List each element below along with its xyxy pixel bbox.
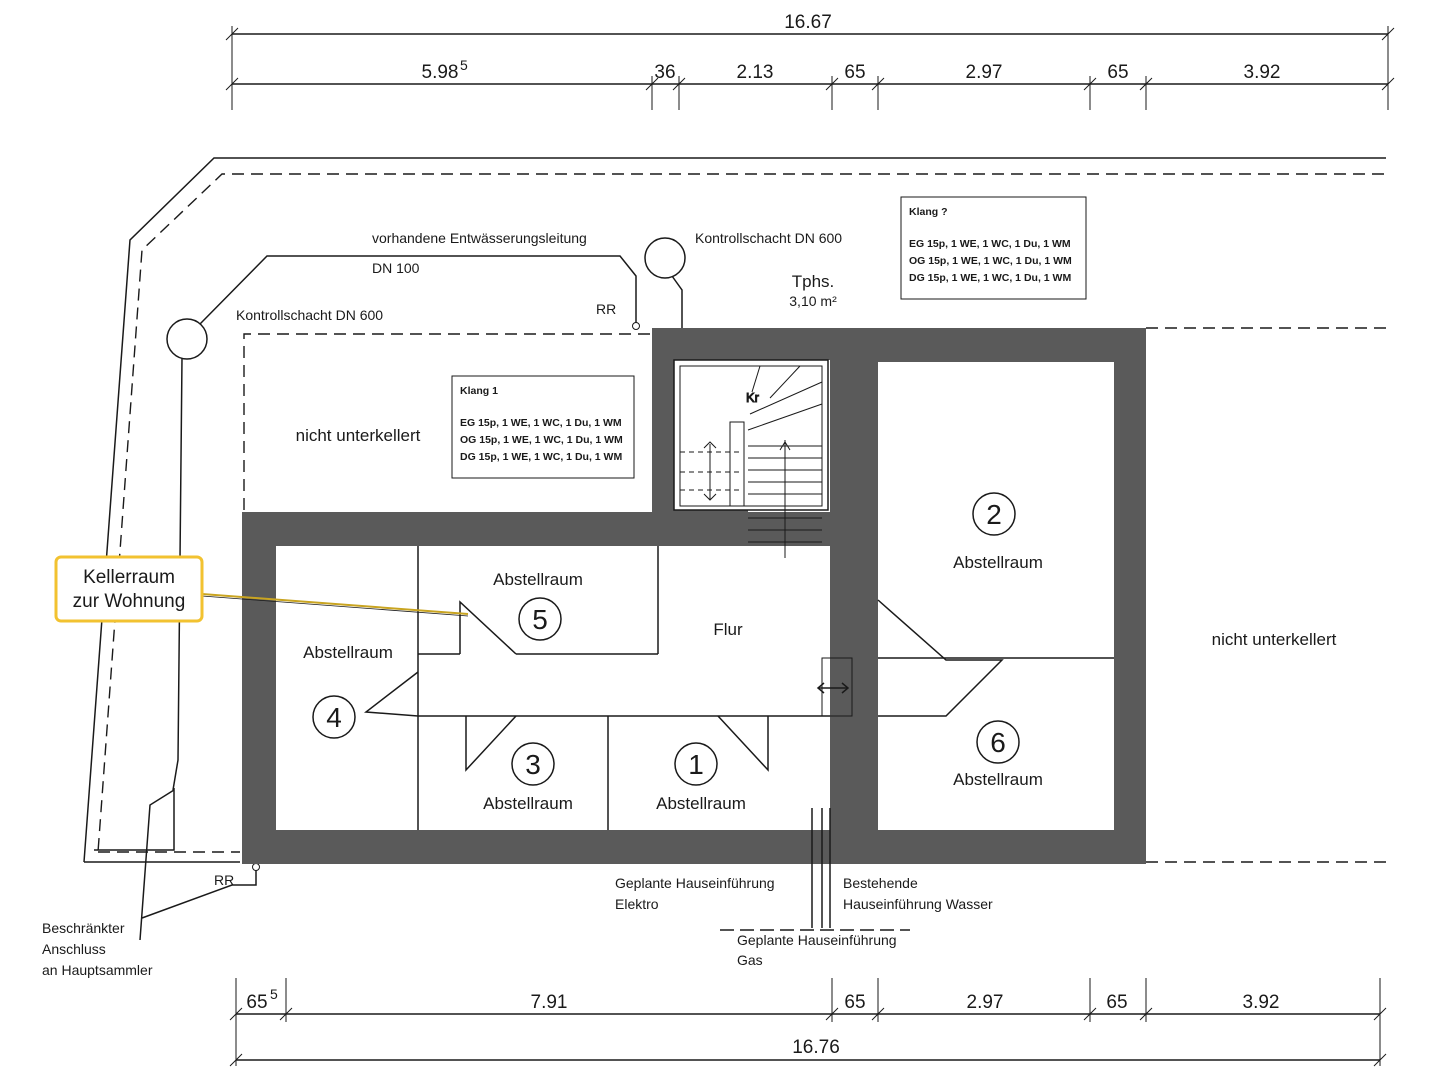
water-entry-label-1: Bestehende	[843, 875, 918, 891]
room-1[interactable]: 1 Abstellraum	[656, 742, 746, 813]
room-6[interactable]: 6 Abstellraum	[953, 720, 1043, 789]
drain-dn-label: DN 100	[372, 260, 420, 276]
room-label-5: Abstellraum	[493, 570, 583, 589]
top-dim-segment-1: 5.98	[422, 62, 459, 83]
room-number-3: 3	[525, 749, 541, 780]
control-shaft-left-label: Kontrollschacht DN 600	[236, 307, 383, 323]
tphs-label: Tphs.	[792, 272, 835, 291]
room-number-6: 6	[990, 727, 1006, 758]
circulation-arrows	[363, 599, 1004, 772]
room-label-1: Abstellraum	[656, 794, 746, 813]
stair-opening	[674, 360, 748, 510]
room-label-4: Abstellraum	[303, 643, 393, 662]
top-dim-segment-5: 2.97	[966, 62, 1003, 83]
drain-line-label: vorhandene Entwässerungsleitung	[372, 230, 587, 246]
klang-2-line-3: DG 15p, 1 WE, 1 WC, 1 Du, 1 WM	[909, 272, 1071, 284]
room-3[interactable]: 3 Abstellraum	[483, 742, 573, 813]
room-number-4: 4	[326, 702, 342, 733]
power-entry-label-2: Elektro	[615, 896, 659, 912]
rr-bottom-label: RR	[214, 872, 234, 888]
room-number-1: 1	[688, 749, 704, 780]
bottom-dim-segment-4: 2.97	[967, 992, 1004, 1013]
rr-top-label: RR	[596, 301, 616, 317]
klang-1-line-3: DG 15p, 1 WE, 1 WC, 1 Du, 1 WM	[460, 451, 622, 463]
svg-text:Kr: Kr	[746, 390, 760, 405]
bottom-dim-segment-3: 65	[844, 992, 865, 1013]
room-label-2: Abstellraum	[953, 553, 1043, 572]
callout-basement-room: Kellerraum zur Wohnung	[54, 555, 469, 623]
klang-2-line-2: OG 15p, 1 WE, 1 WC, 1 Du, 1 WM	[909, 255, 1072, 267]
room-4[interactable]: 4 Abstellraum	[303, 643, 393, 739]
water-entry-label-2: Hauseinführung Wasser	[843, 896, 993, 912]
interior-partitions	[417, 546, 1114, 830]
room-label-6: Abstellraum	[953, 770, 1043, 789]
hallway-label: Flur	[713, 620, 743, 639]
room-2[interactable]: 2 Abstellraum	[953, 492, 1043, 572]
top-dim-segment-6: 65	[1107, 62, 1128, 83]
klang-1-box: Klang 1 EG 15p, 1 WE, 1 WC, 1 Du, 1 WM O…	[451, 375, 635, 479]
not-basement-right-label: nicht unterkellert	[1212, 630, 1337, 649]
bottom-dimension-chain: 65 5 7.91 65 2.97 65 3.92 16.76	[229, 978, 1387, 1067]
top-total-dimension: 16.67	[784, 12, 832, 33]
drainage-lines	[94, 237, 686, 941]
callout-line-1: Kellerraum	[83, 567, 175, 588]
room-label-3: Abstellraum	[483, 794, 573, 813]
top-dim-segment-2: 36	[654, 62, 675, 83]
power-entry-label-1: Geplante Hauseinführung	[615, 875, 775, 891]
bottom-dim-superscript: 5	[270, 986, 278, 1002]
callout-line-2: zur Wohnung	[73, 591, 186, 612]
sewer-connection-label-2: Anschluss	[42, 941, 106, 957]
top-dim-segment-3: 2.13	[737, 62, 774, 83]
top-dimension-chain: 16.67 5.98 5 36 2.13 65 2.97 65 3.92	[225, 12, 1395, 110]
bottom-dim-segment-1: 65	[246, 992, 267, 1013]
basement-door	[821, 657, 853, 717]
klang-2-title: Klang ?	[909, 206, 948, 218]
top-dim-segment-7: 3.92	[1244, 62, 1281, 83]
control-shaft-left-icon	[166, 318, 208, 360]
top-dim-segment-4: 65	[844, 62, 865, 83]
klang-2-box: Klang ? EG 15p, 1 WE, 1 WC, 1 Du, 1 WM O…	[900, 196, 1087, 300]
bottom-dim-segment-2: 7.91	[531, 992, 568, 1013]
not-basement-area-left	[243, 333, 652, 510]
tphs-area-label: 3,10 m²	[789, 293, 837, 309]
room-number-5: 5	[532, 604, 548, 635]
sewer-connection-label-1: Beschränkter	[42, 920, 125, 936]
gas-entry-label-1: Geplante Hauseinführung	[737, 932, 897, 948]
bottom-dim-segment-5: 65	[1106, 992, 1127, 1013]
control-shaft-right-label: Kontrollschacht DN 600	[695, 230, 842, 246]
gas-entry-label-2: Gas	[737, 952, 763, 968]
klang-1-title: Klang 1	[460, 385, 498, 397]
klang-2-line-1: EG 15p, 1 WE, 1 WC, 1 Du, 1 WM	[909, 238, 1071, 250]
property-boundary	[83, 157, 1386, 863]
sewer-connection-label-3: an Hauptsammler	[42, 962, 153, 978]
klang-1-line-2: OG 15p, 1 WE, 1 WC, 1 Du, 1 WM	[460, 434, 623, 446]
room-number-2: 2	[986, 499, 1002, 530]
bottom-total-dimension: 16.76	[792, 1037, 840, 1058]
not-basement-left-label: nicht unterkellert	[296, 426, 421, 445]
control-shaft-right-icon	[644, 237, 686, 279]
klang-1-line-1: EG 15p, 1 WE, 1 WC, 1 Du, 1 WM	[460, 417, 622, 429]
staircase: Kr	[673, 359, 829, 558]
utility-entries	[720, 808, 910, 931]
top-dim-superscript: 5	[460, 57, 468, 73]
room-5[interactable]: 5 Abstellraum	[493, 570, 583, 641]
bottom-dim-segment-6: 3.92	[1243, 992, 1280, 1013]
